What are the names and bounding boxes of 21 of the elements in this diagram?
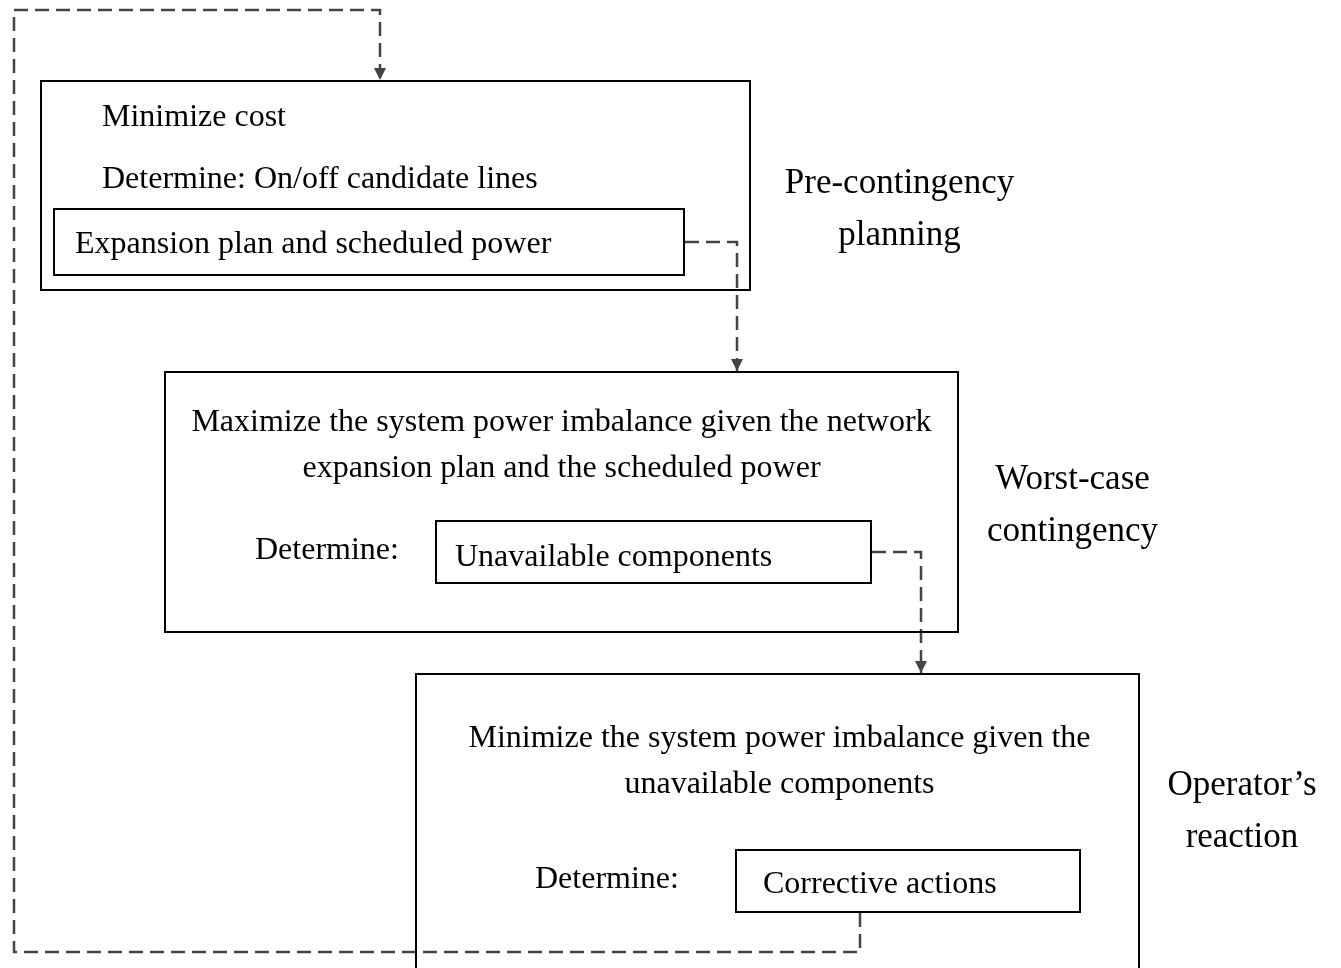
stage-label: Operator’s reaction bbox=[1166, 763, 1318, 857]
result-box bbox=[435, 520, 872, 584]
box-text: Determine: bbox=[255, 529, 399, 568]
result-box bbox=[735, 849, 1081, 913]
box-title: Corrective actions bbox=[763, 863, 997, 902]
stage-label: Worst-case contingency bbox=[985, 457, 1160, 551]
result-box bbox=[53, 208, 685, 276]
box-title: Unavailable components bbox=[455, 536, 773, 575]
box-title: Expansion plan and scheduled power bbox=[75, 223, 552, 262]
process-box bbox=[164, 371, 959, 633]
stage-label: Pre-contingency planning bbox=[783, 161, 1016, 255]
box-text: Determine: On/off candidate lines bbox=[102, 158, 538, 197]
dashed-arrow bbox=[12, 8, 862, 954]
box-title: Minimize cost bbox=[102, 96, 286, 135]
box-title: Maximize the system power imbalance given the network expansion plan and the scheduled power bbox=[190, 401, 933, 486]
process-box bbox=[415, 673, 1140, 968]
process-box bbox=[40, 80, 751, 291]
dashed-arrow bbox=[685, 240, 744, 371]
dashed-arrow bbox=[872, 550, 928, 673]
box-title: Minimize the system power imbalance given the unavailable components bbox=[467, 717, 1092, 802]
box-text: Determine: bbox=[535, 858, 679, 897]
